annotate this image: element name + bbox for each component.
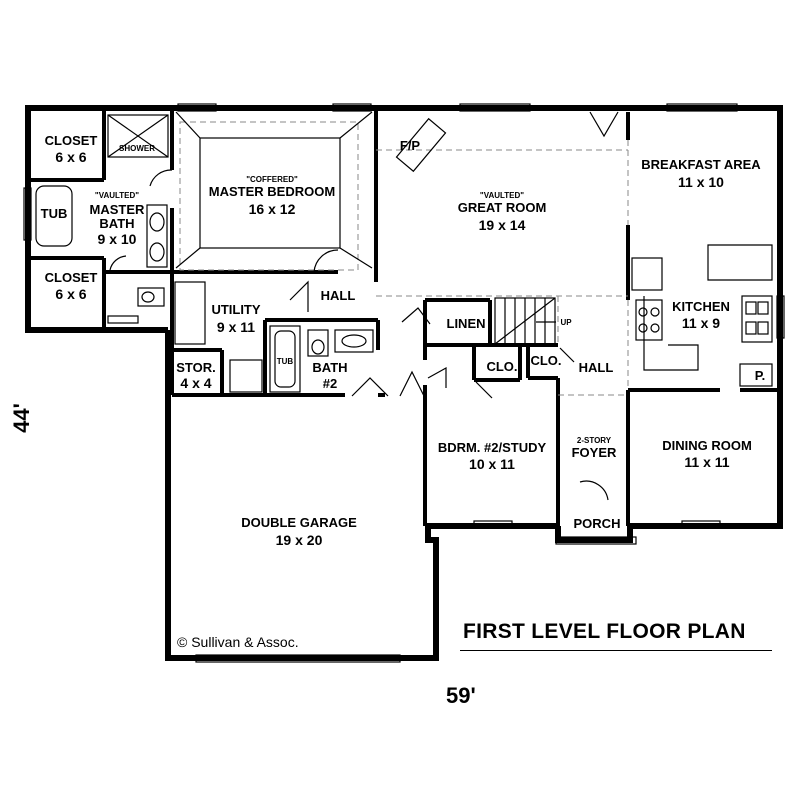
master-bath-name-2: BATH	[99, 216, 134, 231]
bedroom2-size: 10 x 11	[469, 456, 515, 472]
dining-size: 11 x 11	[684, 454, 729, 470]
great-room-size: 19 x 14	[479, 217, 526, 233]
tub-label: TUB	[41, 206, 68, 221]
master-bath-size: 9 x 10	[98, 231, 137, 247]
master-bedroom-note: "COFFERED"	[246, 175, 298, 184]
porch-label: PORCH	[574, 516, 621, 531]
breakfast-name: BREAKFAST AREA	[641, 157, 761, 172]
master-bedroom-name: MASTER BEDROOM	[209, 184, 335, 199]
garage-name: DOUBLE GARAGE	[241, 515, 357, 530]
pantry-label: P.	[755, 368, 766, 383]
fixtures	[35, 114, 773, 393]
closet-bottom-label: CLOSET	[45, 270, 98, 285]
clo2-label: CLO.	[530, 353, 561, 368]
foyer-name: FOYER	[572, 445, 617, 460]
utility-name: UTILITY	[211, 302, 260, 317]
bedroom2-name: BDRM. #2/STUDY	[438, 440, 547, 455]
windows	[23, 103, 785, 663]
foyer-note: 2-STORY	[577, 436, 612, 445]
breakfast-size: 11 x 10	[678, 174, 724, 190]
kitchen-size: 11 x 9	[682, 315, 720, 331]
garage-size: 19 x 20	[276, 532, 323, 548]
great-room-note: "VAULTED"	[480, 191, 524, 200]
closet-bottom-size: 6 x 6	[55, 286, 86, 302]
shower-label: SHOWER	[119, 144, 155, 153]
interior-walls	[28, 108, 780, 526]
closet-top-label: CLOSET	[45, 133, 98, 148]
stairs	[494, 297, 556, 345]
dining-name: DINING ROOM	[662, 438, 752, 453]
hall-right-label: HALL	[579, 360, 614, 375]
tub2-label: TUB	[277, 357, 294, 366]
plan-title: FIRST LEVEL FLOOR PLAN	[463, 620, 746, 643]
bath2-name: BATH	[312, 360, 347, 375]
stor-name: STOR.	[176, 360, 216, 375]
stor-size: 4 x 4	[180, 375, 211, 391]
depth-dimension: 44'	[9, 403, 34, 433]
title-underline	[460, 650, 772, 651]
linen-label: LINEN	[447, 316, 486, 331]
master-bath-name-1: MASTER	[90, 202, 146, 217]
doors	[109, 111, 619, 501]
width-dimension: 59'	[446, 683, 476, 708]
hall-upper-label: HALL	[321, 288, 356, 303]
dashed-boundaries	[179, 121, 629, 396]
closet-top-size: 6 x 6	[55, 149, 86, 165]
exterior-walls	[25, 105, 783, 661]
bath2-number: #2	[323, 376, 337, 391]
kitchen-name: KITCHEN	[672, 299, 730, 314]
coffered-ceiling	[175, 111, 373, 269]
master-bedroom-size: 16 x 12	[249, 201, 296, 217]
master-bath-note: "VAULTED"	[95, 191, 139, 200]
copyright-text: © Sullivan & Assoc.	[177, 634, 299, 650]
up-label: UP	[560, 318, 572, 327]
utility-size: 9 x 11	[217, 319, 255, 335]
fireplace-label: F/P	[400, 138, 421, 153]
clo1-label: CLO.	[486, 359, 517, 374]
great-room-name: GREAT ROOM	[458, 200, 547, 215]
